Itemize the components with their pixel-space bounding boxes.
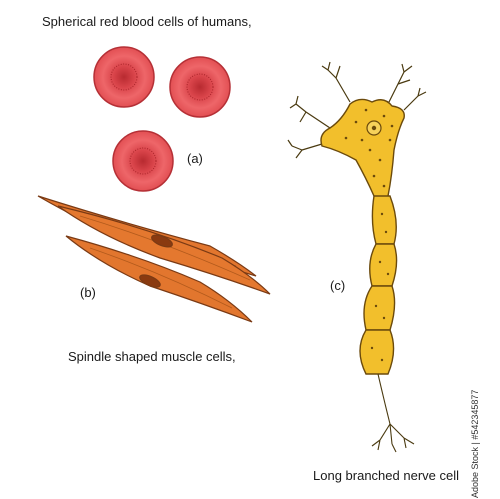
muscle-cell <box>57 205 271 295</box>
cell-body <box>320 98 405 198</box>
axon-terminals <box>371 373 415 453</box>
muscle-cells <box>37 195 271 323</box>
dendrites <box>287 61 427 159</box>
label-c: (c) <box>330 278 346 293</box>
nerve-cell-caption: Long branched nerve cell <box>313 468 459 483</box>
stock-watermark-id: Adobe Stock | #542345877 <box>470 389 480 498</box>
label-a: (a) <box>187 151 203 166</box>
red-blood-cells <box>93 46 231 192</box>
red-blood-cells-caption: Spherical red blood cells of humans, <box>42 14 252 29</box>
red-blood-cell <box>112 130 174 192</box>
red-blood-cell <box>169 56 231 118</box>
label-b: (b) <box>80 285 96 300</box>
nerve-cell <box>287 61 427 453</box>
axon <box>359 195 398 375</box>
muscle-cells-caption: Spindle shaped muscle cells, <box>68 349 236 364</box>
muscle-cell <box>65 235 253 323</box>
nissl-granules <box>344 108 394 188</box>
red-blood-cell <box>93 46 155 108</box>
